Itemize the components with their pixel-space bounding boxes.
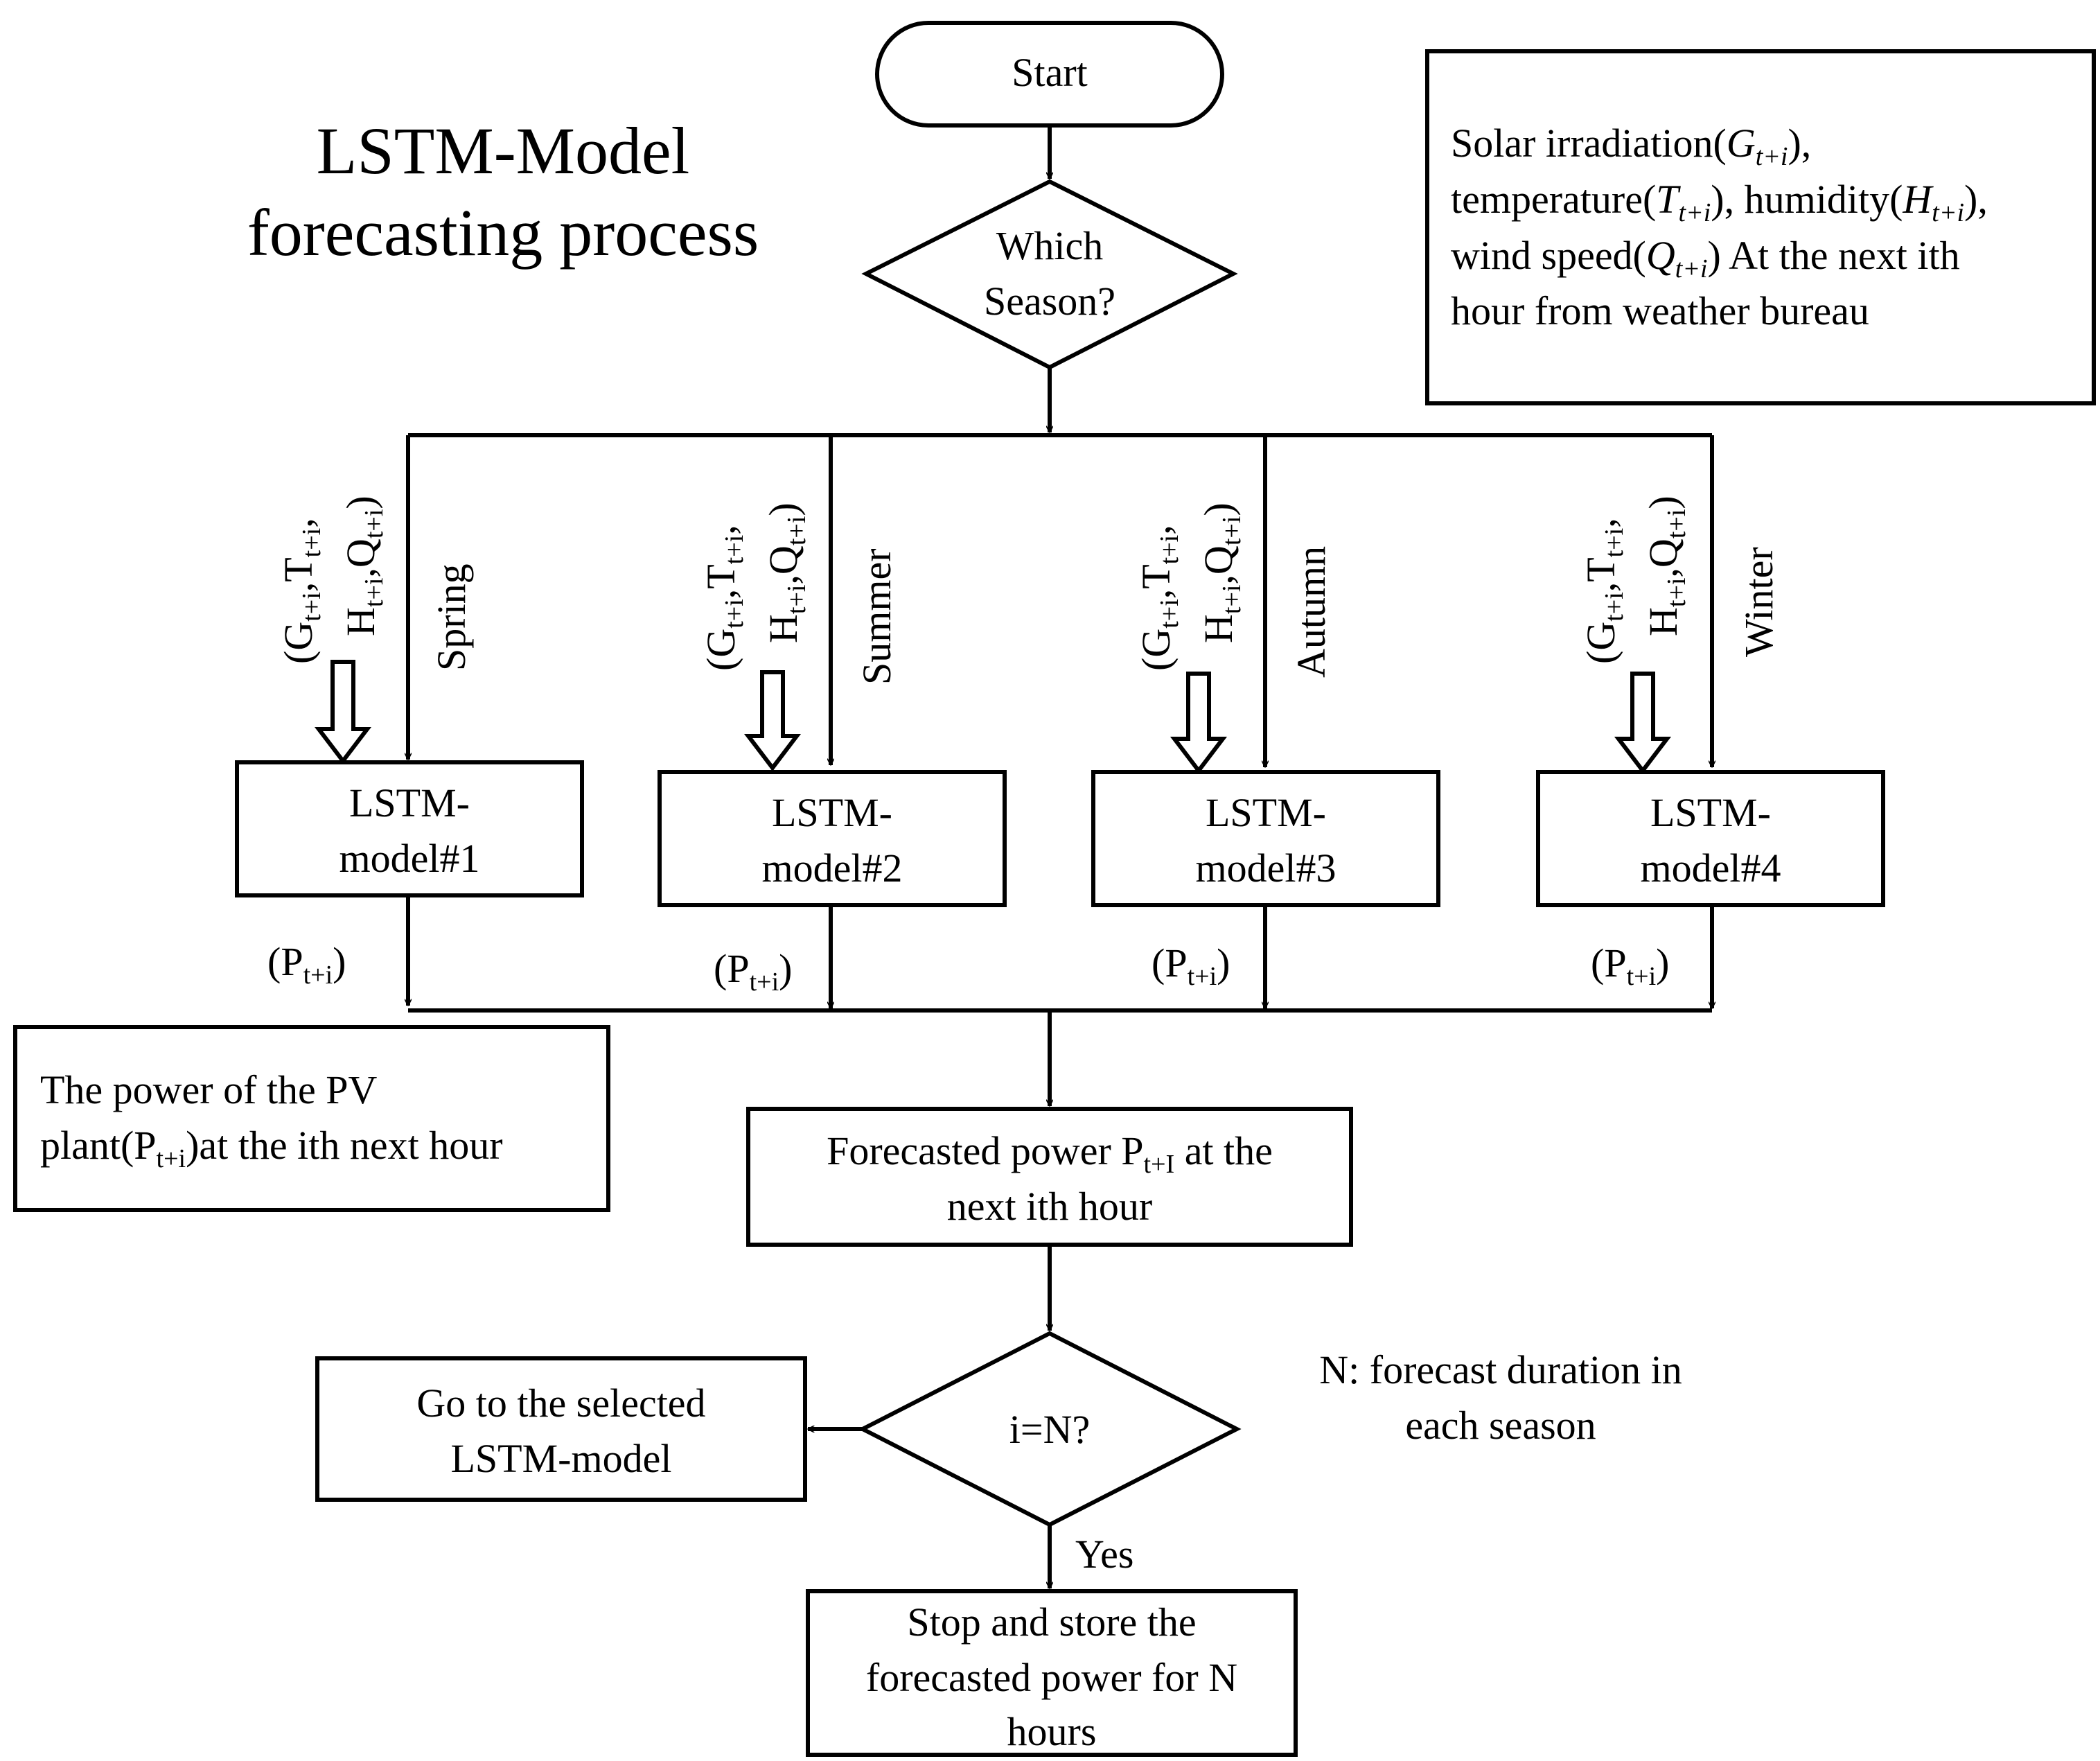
lstm-model-2-line1: LSTM- (772, 790, 892, 835)
inputs-summer-line2: Ht+i,Qt+i) (761, 502, 811, 643)
lstm-model-3-line2: model#3 (1196, 846, 1336, 891)
inputs-spring-line2: Ht+i,Qt+i) (338, 496, 389, 636)
inputs-autumn-line2: Ht+i,Qt+i) (1196, 502, 1246, 643)
stop-box (806, 1589, 1298, 1757)
pv-note-line1: The power of the PV (40, 1067, 378, 1112)
input-arrow-winter (1614, 672, 1672, 774)
loop-decision-label: i=N? (1009, 1407, 1090, 1452)
lstm-model-3-box (1091, 770, 1440, 907)
pv-note-line2: plant(Pt+i)at the ith next hour (40, 1123, 503, 1173)
lstm-model-4-line2: model#4 (1641, 846, 1781, 891)
yes-label: Yes (1075, 1532, 1133, 1577)
inputs-autumn-line1: (Gt+i,Tt+i, (1133, 525, 1184, 671)
stop-box-line1: Stop and store the (907, 1600, 1196, 1645)
start-label: Start (1012, 50, 1088, 95)
forecast-box-line1: Forecasted power Pt+I at the (827, 1128, 1273, 1179)
inputs-spring-line1: (Gt+i,Tt+i, (276, 518, 326, 664)
lstm-model-1-line2: model#1 (339, 836, 480, 881)
weather-note-line2: temperature(Tt+i), humidity(Ht+i), (1451, 177, 1988, 227)
season-decision-line2: Season? (984, 279, 1115, 324)
lstm-model-2-box (658, 770, 1007, 907)
forecast-power-box (746, 1107, 1353, 1247)
input-arrow-summer (743, 670, 802, 771)
n-note-line1: N: forecast duration in (1319, 1347, 1682, 1392)
output-label-3: (Pt+i) (1152, 940, 1230, 991)
lstm-model-1-line1: LSTM- (349, 780, 470, 825)
inputs-winter-line1: (Gt+i,Tt+i, (1578, 518, 1629, 664)
lstm-model-4-box (1536, 770, 1885, 907)
lstm-model-2-line2: model#2 (762, 846, 903, 891)
stop-box-line2: forecasted power for N (866, 1655, 1237, 1700)
input-arrow-spring (314, 660, 372, 764)
diagram-title-line1: LSTM-Model (317, 114, 690, 188)
weather-note-line4: hour from weather bureau (1451, 288, 1869, 333)
goto-box-line2: LSTM-model (451, 1436, 672, 1481)
diagram-title-line2: forecasting process (247, 195, 759, 270)
goto-model-box (315, 1356, 807, 1502)
inputs-summer-line1: (Gt+i,Tt+i, (698, 525, 749, 671)
forecast-box-line2: next ith hour (947, 1184, 1152, 1229)
output-label-2: (Pt+i) (714, 946, 792, 997)
lstm-model-1-box (235, 760, 584, 897)
goto-box-line1: Go to the selected (416, 1381, 705, 1426)
input-arrow-autumn (1170, 672, 1228, 774)
weather-bureau-note (1425, 49, 2096, 405)
output-label-1: (Pt+i) (267, 939, 346, 990)
weather-note-line3: wind speed(Qt+i) At the next ith (1451, 233, 1960, 283)
season-label-autumn: Autumn (1289, 546, 1334, 678)
stop-box-line3: hours (1007, 1709, 1097, 1754)
pv-power-note (13, 1025, 610, 1212)
lstm-model-4-line1: LSTM- (1650, 790, 1771, 835)
season-label-spring: Spring (429, 563, 474, 671)
n-note-line2: each season (1405, 1403, 1596, 1448)
season-label-winter: Winter (1736, 547, 1781, 657)
output-label-4: (Pt+i) (1591, 940, 1669, 991)
season-label-summer: Summer (854, 548, 899, 685)
season-decision (861, 179, 1238, 370)
weather-note-line1: Solar irradiation(Gt+i), (1451, 121, 1811, 171)
inputs-winter-line2: Ht+i,Qt+i) (1641, 496, 1691, 636)
lstm-model-3-line1: LSTM- (1206, 790, 1326, 835)
season-decision-line1: Which (996, 223, 1104, 268)
